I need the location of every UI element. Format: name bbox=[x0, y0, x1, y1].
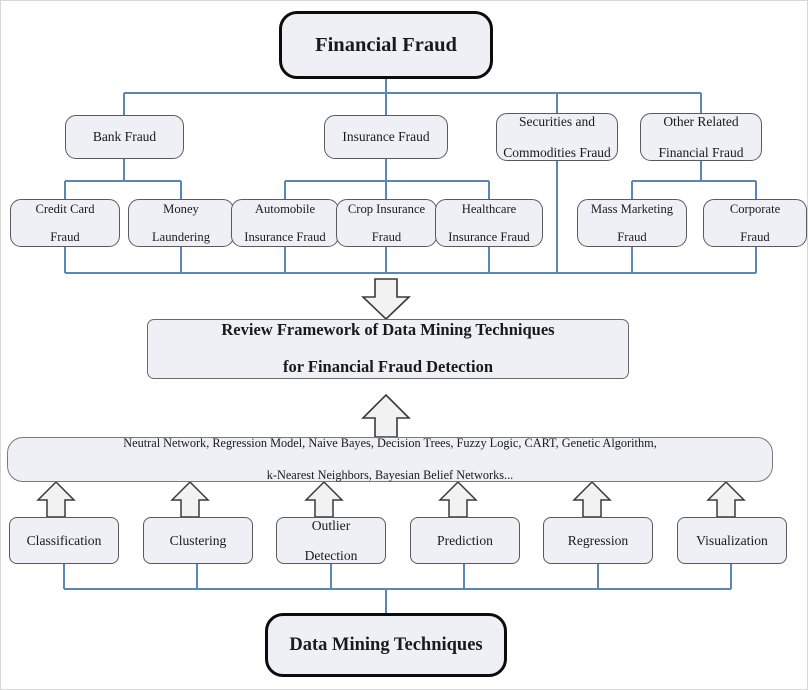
node-classification-label: Classification bbox=[26, 532, 102, 548]
arrow-up-outlier-detection bbox=[304, 480, 344, 518]
node-financial-fraud-label: Financial Fraud bbox=[315, 33, 457, 56]
node-prediction[interactable]: Prediction bbox=[410, 517, 520, 564]
arrow-up-classification bbox=[36, 480, 76, 518]
node-clustering-label: Clustering bbox=[169, 532, 227, 548]
node-securities-commodities-fraud-label: Securities and Commodities Fraud bbox=[503, 114, 611, 160]
node-other-related-financial-fraud[interactable]: Other Related Financial Fraud bbox=[640, 113, 762, 161]
node-regression-label: Regression bbox=[567, 532, 629, 548]
node-classification[interactable]: Classification bbox=[9, 517, 119, 564]
arrow-up-clustering bbox=[170, 480, 210, 518]
node-outlier-detection-label: Outlier Detection bbox=[304, 517, 358, 564]
node-automobile-insurance-fraud-label: Automobile Insurance Fraud bbox=[244, 201, 326, 245]
node-corporate-fraud[interactable]: Corporate Fraud bbox=[703, 199, 807, 247]
node-crop-insurance-fraud[interactable]: Crop Insurance Fraud bbox=[336, 199, 437, 247]
node-data-mining-techniques-label: Data Mining Techniques bbox=[289, 634, 483, 655]
node-insurance-fraud-label: Insurance Fraud bbox=[342, 129, 430, 145]
node-mass-marketing-fraud-label: Mass Marketing Fraud bbox=[590, 201, 674, 245]
node-data-mining-techniques[interactable]: Data Mining Techniques bbox=[265, 613, 507, 677]
arrow-up-prediction bbox=[438, 480, 478, 518]
node-techniques-list-label: Neutral Network, Regression Model, Naive… bbox=[123, 435, 657, 482]
node-corporate-fraud-label: Corporate Fraud bbox=[729, 201, 781, 245]
node-credit-card-fraud[interactable]: Credit Card Fraud bbox=[10, 199, 120, 247]
arrow-down-to-framework bbox=[361, 278, 411, 321]
node-credit-card-fraud-label: Credit Card Fraud bbox=[35, 201, 95, 245]
node-automobile-insurance-fraud[interactable]: Automobile Insurance Fraud bbox=[231, 199, 339, 247]
node-review-framework[interactable]: Review Framework of Data Mining Techniqu… bbox=[147, 319, 629, 379]
node-crop-insurance-fraud-label: Crop Insurance Fraud bbox=[347, 201, 426, 245]
node-money-laundering[interactable]: Money Laundering bbox=[128, 199, 234, 247]
node-healthcare-insurance-fraud[interactable]: Healthcare Insurance Fraud bbox=[435, 199, 543, 247]
node-clustering[interactable]: Clustering bbox=[143, 517, 253, 564]
node-bank-fraud[interactable]: Bank Fraud bbox=[65, 115, 184, 159]
node-regression[interactable]: Regression bbox=[543, 517, 653, 564]
arrow-up-regression bbox=[572, 480, 612, 518]
node-mass-marketing-fraud[interactable]: Mass Marketing Fraud bbox=[577, 199, 687, 247]
node-insurance-fraud[interactable]: Insurance Fraud bbox=[324, 115, 448, 159]
node-financial-fraud[interactable]: Financial Fraud bbox=[279, 11, 493, 79]
node-money-laundering-label: Money Laundering bbox=[151, 201, 211, 245]
node-other-related-financial-fraud-label: Other Related Financial Fraud bbox=[658, 114, 744, 160]
node-securities-commodities-fraud[interactable]: Securities and Commodities Fraud bbox=[496, 113, 618, 161]
node-visualization[interactable]: Visualization bbox=[677, 517, 787, 564]
node-visualization-label: Visualization bbox=[696, 532, 768, 548]
arrow-up-visualization bbox=[706, 480, 746, 518]
node-outlier-detection[interactable]: Outlier Detection bbox=[276, 517, 386, 564]
arrow-up-to-framework bbox=[361, 393, 411, 438]
node-healthcare-insurance-fraud-label: Healthcare Insurance Fraud bbox=[448, 201, 530, 245]
node-bank-fraud-label: Bank Fraud bbox=[92, 129, 157, 145]
node-review-framework-label: Review Framework of Data Mining Techniqu… bbox=[221, 320, 555, 377]
node-prediction-label: Prediction bbox=[437, 532, 493, 548]
node-techniques-list[interactable]: Neutral Network, Regression Model, Naive… bbox=[7, 435, 773, 482]
